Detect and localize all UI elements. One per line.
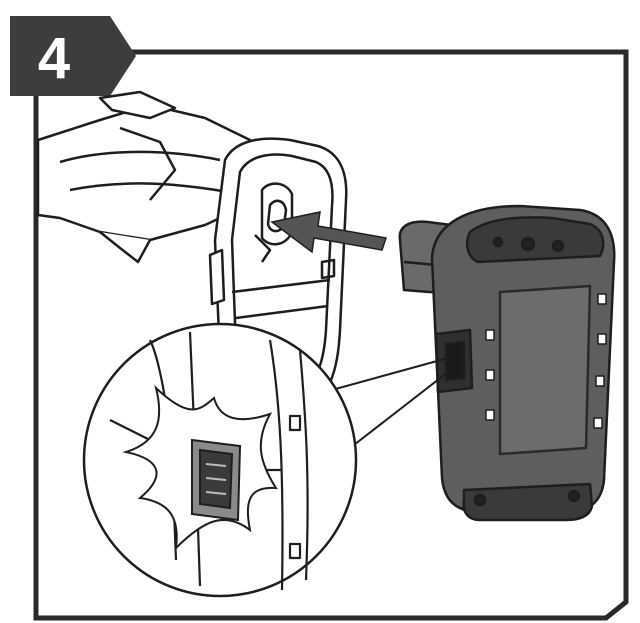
tool-handle-icon [36,90,264,264]
step-badge: 4 [10,16,136,96]
step-badge-shape [10,16,136,96]
battery-pack-icon [398,204,616,522]
insert-arrow-icon [270,211,387,254]
frame-border [33,49,629,621]
step-number: 4 [38,26,70,91]
zoomed-latch-button [191,438,242,522]
magnifier-callout-icon [82,322,358,598]
